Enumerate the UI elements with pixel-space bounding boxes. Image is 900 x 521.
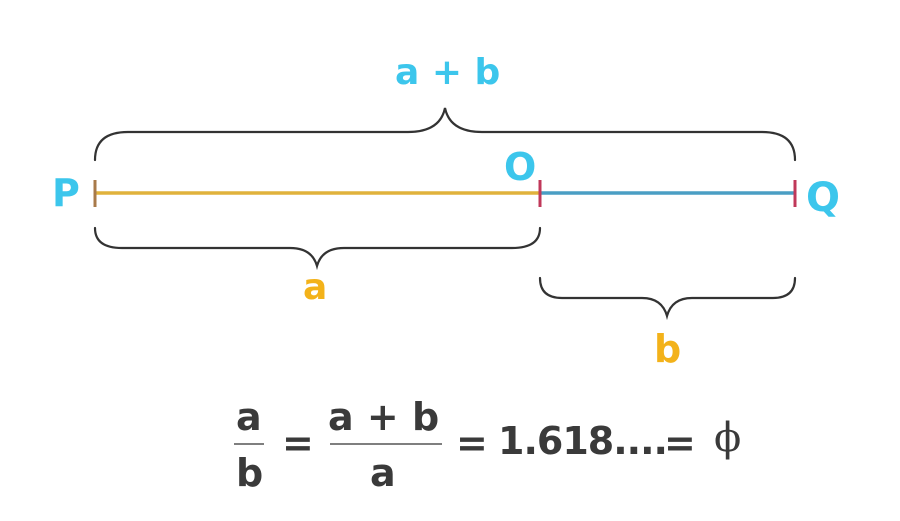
a-label: a	[303, 267, 328, 308]
fraction-1-denominator: b	[236, 451, 264, 495]
equals-sign-1: =	[282, 421, 314, 465]
brace-a	[93, 226, 542, 271]
point-o-label: O	[504, 145, 537, 189]
equals-sign-3: =	[664, 421, 696, 465]
fraction-1-numerator: a	[236, 395, 262, 439]
brace-sum	[93, 107, 797, 162]
point-q-label: Q	[806, 175, 841, 221]
golden-ratio-value: 1.618....	[498, 419, 668, 463]
phi-symbol: ϕ	[714, 415, 742, 461]
point-p-label: P	[52, 171, 80, 215]
equals-sign-2: =	[456, 421, 488, 465]
fraction-2-denominator: a	[370, 451, 396, 495]
fraction-2-numerator: a + b	[328, 395, 440, 439]
sum-label: a + b	[395, 52, 501, 93]
b-label: b	[654, 327, 682, 371]
brace-b	[538, 276, 797, 321]
